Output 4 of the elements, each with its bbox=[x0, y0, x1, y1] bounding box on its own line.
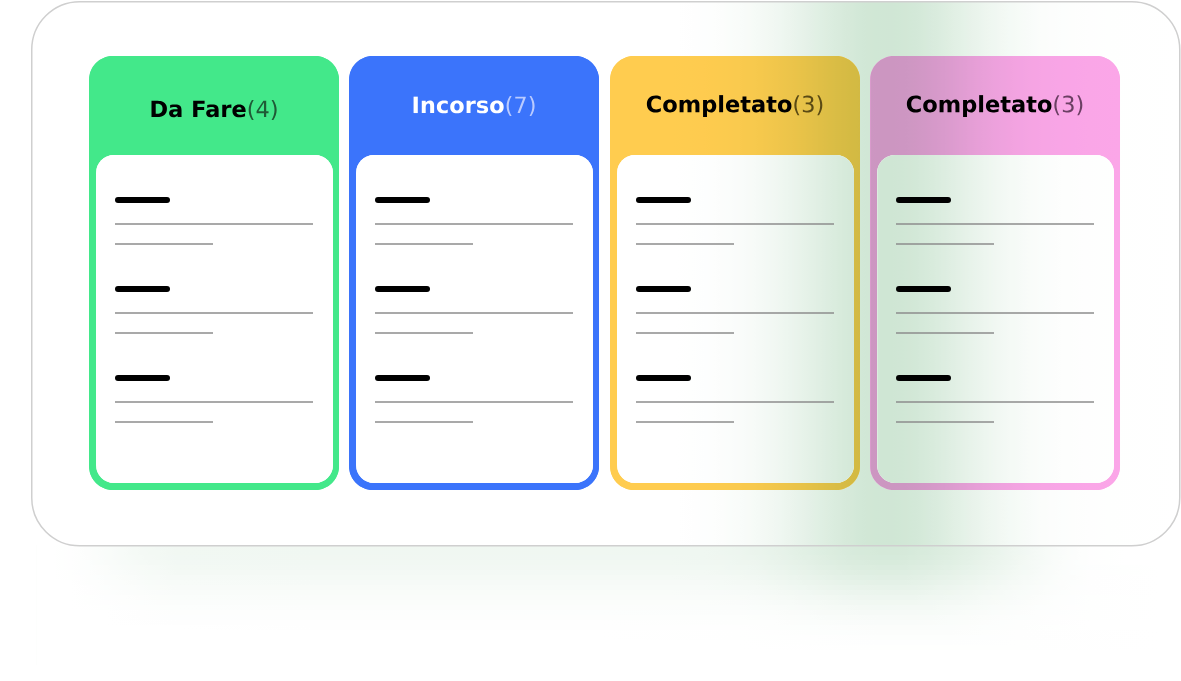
kanban-column: Da Fare(4) bbox=[89, 56, 339, 490]
kanban-column: Completato(3) bbox=[610, 56, 860, 490]
kanban-column: Incorso(7) bbox=[349, 56, 599, 490]
kanban-column: Completato(3) bbox=[870, 56, 1120, 490]
